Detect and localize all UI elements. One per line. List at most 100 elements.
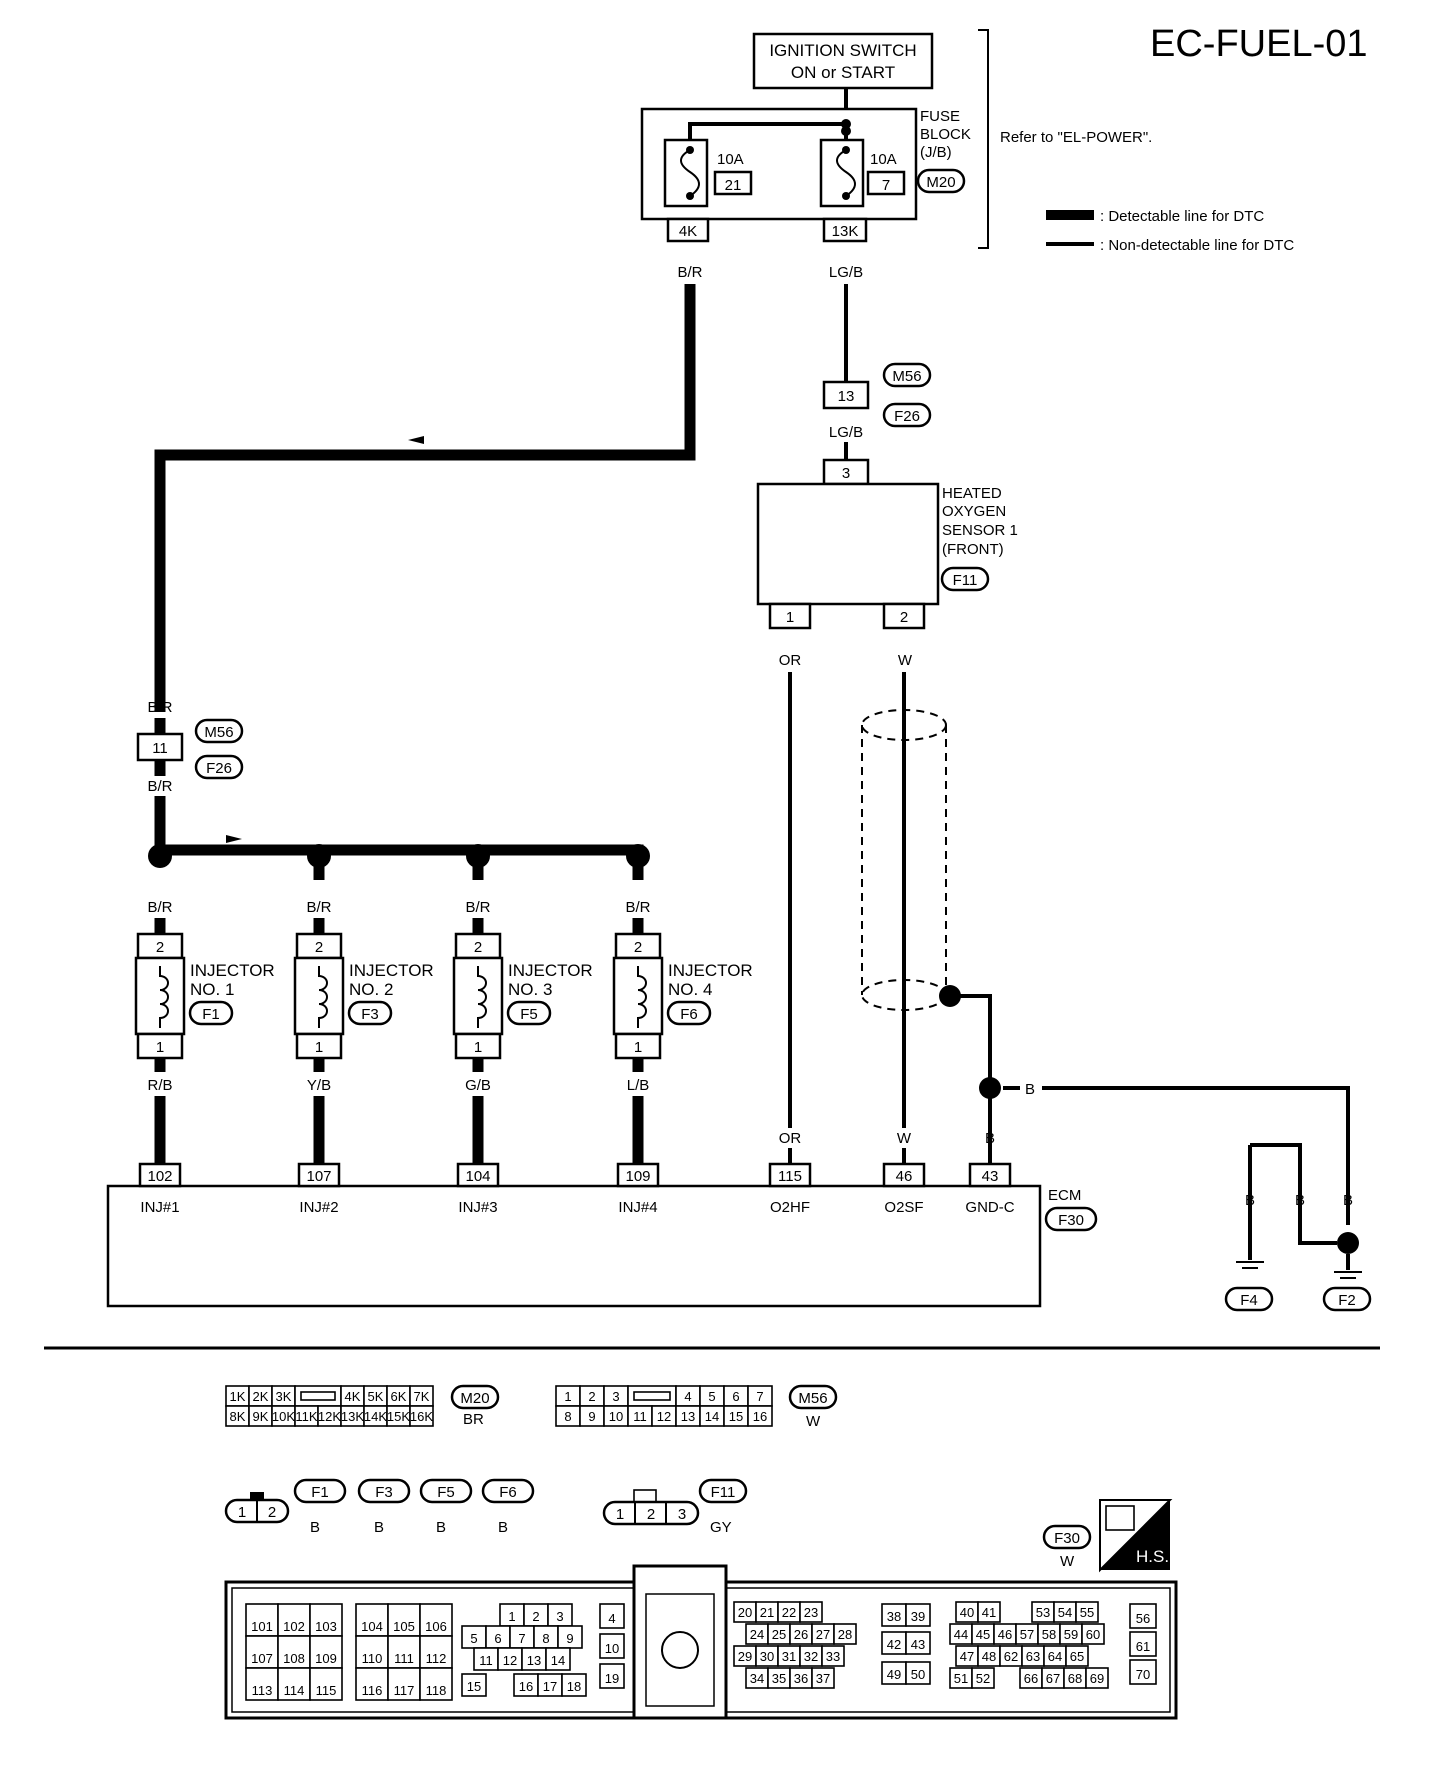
wire-b-ecm: B bbox=[985, 1130, 995, 1147]
connector-badge bbox=[419, 1478, 473, 1504]
connector-pin: 25 bbox=[772, 1627, 786, 1642]
connector-pin: 5K bbox=[368, 1389, 384, 1404]
ecm-pin-box bbox=[138, 1162, 182, 1188]
connector-pin: 110 bbox=[362, 1651, 383, 1666]
injector-coil-icon bbox=[159, 966, 169, 1028]
connector-pin: 6 bbox=[732, 1389, 739, 1404]
terminal-4k: 4K bbox=[679, 223, 697, 240]
connector-pin: 2K bbox=[253, 1389, 269, 1404]
connector-pin: 42 bbox=[887, 1637, 901, 1652]
ecm-pin-box bbox=[297, 1162, 341, 1188]
injector-top-wire: B/R bbox=[306, 899, 331, 916]
connector-pin: 56 bbox=[1136, 1611, 1150, 1626]
wire-br-main bbox=[154, 284, 696, 712]
connector-pin: 30 bbox=[760, 1649, 774, 1664]
connector-pin: 66 bbox=[1024, 1671, 1038, 1686]
injector-pin-bot-box bbox=[614, 1032, 662, 1060]
connector-cell bbox=[355, 1635, 389, 1669]
connector-cell bbox=[545, 1647, 571, 1671]
connector-pin: 2 bbox=[647, 1506, 655, 1523]
injector-top-wire: B/R bbox=[465, 899, 490, 916]
connector-pin: 13 bbox=[681, 1409, 695, 1424]
connector-badge bbox=[293, 1478, 347, 1504]
wire-or-bottom: OR bbox=[779, 1130, 802, 1147]
connector-cell bbox=[799, 1601, 823, 1623]
wire-or-top: OR bbox=[779, 652, 802, 669]
wire-b-ground-label: B bbox=[1025, 1081, 1035, 1098]
injector-pin-top: 2 bbox=[474, 939, 482, 956]
connector-pin: 5 bbox=[470, 1631, 477, 1646]
injector-number: NO. 1 bbox=[190, 980, 234, 999]
injector-conn-badge bbox=[666, 1000, 712, 1026]
legend-detectable: : Detectable line for DTC bbox=[1100, 208, 1264, 225]
injector-bot-wire: R/B bbox=[147, 1077, 172, 1094]
fuse-block-ref: Refer to "EL-POWER". bbox=[1000, 129, 1152, 146]
connector-pin: 3K bbox=[276, 1389, 292, 1404]
ecm-pin: 115 bbox=[778, 1168, 802, 1185]
fuse-7-amp: 10A bbox=[870, 151, 897, 168]
ecm-pin: 102 bbox=[147, 1168, 172, 1185]
connector-pin: 60 bbox=[1086, 1627, 1100, 1642]
connector-pin: 41 bbox=[982, 1605, 996, 1620]
f30-color: W bbox=[1060, 1553, 1075, 1570]
joint-13-conn1: M56 bbox=[892, 368, 921, 385]
connector-name: F3 bbox=[375, 1484, 393, 1501]
ground-f2: F2 bbox=[1338, 1292, 1356, 1309]
sensor-label-1: HEATED bbox=[942, 485, 1002, 502]
connector-cell bbox=[905, 1631, 931, 1655]
connector-pin: 59 bbox=[1064, 1627, 1078, 1642]
ecm-terminal-label: INJ#2 bbox=[299, 1199, 338, 1216]
fuse-21-num: 21 bbox=[725, 177, 742, 194]
connector-pin: 1 bbox=[238, 1504, 246, 1521]
connector-pin: 117 bbox=[394, 1683, 415, 1698]
injector-conn: F3 bbox=[361, 1006, 379, 1023]
connector-pin: 15 bbox=[467, 1679, 481, 1694]
connector-pin: 37 bbox=[816, 1671, 830, 1686]
f30-lock-icon bbox=[661, 1631, 699, 1669]
connector-cell bbox=[419, 1667, 453, 1701]
ignition-switch-label: IGNITION SWITCH bbox=[769, 41, 916, 60]
sensor-label-2: OXYGEN bbox=[942, 503, 1006, 520]
ecm-terminal-label: INJ#3 bbox=[458, 1199, 497, 1216]
connector-cell bbox=[599, 1633, 625, 1659]
connector-pin: 29 bbox=[738, 1649, 752, 1664]
injector-number: NO. 4 bbox=[668, 980, 712, 999]
connector-cell bbox=[561, 1673, 587, 1697]
connector-pin: 35 bbox=[772, 1671, 786, 1686]
connector-pin: 15K bbox=[387, 1409, 410, 1424]
connector-pin: 46 bbox=[998, 1627, 1012, 1642]
connector-pin: 50 bbox=[911, 1667, 925, 1682]
connector-name: M56 bbox=[798, 1390, 827, 1407]
connector-key bbox=[300, 1391, 336, 1401]
connector-cell bbox=[1129, 1659, 1157, 1685]
connector-pin: 34 bbox=[750, 1671, 764, 1686]
connector-cell bbox=[309, 1667, 343, 1701]
connector-cell bbox=[309, 1603, 343, 1637]
connector-pin: 6 bbox=[494, 1631, 501, 1646]
ecm-box bbox=[106, 1184, 1042, 1308]
connector-cell bbox=[461, 1673, 487, 1697]
connector-pin: 63 bbox=[1026, 1649, 1040, 1664]
connector-pin: 38 bbox=[887, 1609, 901, 1624]
connector-badge bbox=[357, 1478, 411, 1504]
connector-pin: 40 bbox=[960, 1605, 974, 1620]
connector-pin: 22 bbox=[782, 1605, 796, 1620]
connector-pin: 12 bbox=[657, 1409, 671, 1424]
injector-conn: F6 bbox=[680, 1006, 698, 1023]
junction-dot bbox=[626, 844, 650, 868]
connector-pin: 11 bbox=[479, 1653, 493, 1668]
ecm-pin-box bbox=[882, 1162, 926, 1188]
ecm-terminal-label: O2SF bbox=[884, 1199, 923, 1216]
connector-pin: 7 bbox=[518, 1631, 525, 1646]
connector-pin: 55 bbox=[1080, 1605, 1094, 1620]
hs-badge-text: H.S. bbox=[1136, 1547, 1169, 1566]
connector-cell bbox=[971, 1667, 995, 1689]
connector-pin: 14 bbox=[705, 1409, 719, 1424]
connector-pin: 68 bbox=[1068, 1671, 1082, 1686]
connector-tab-icon bbox=[633, 1489, 657, 1503]
connector-pin: 7K bbox=[414, 1389, 430, 1404]
injector-pin-top-box bbox=[614, 932, 662, 960]
connector-pin: 112 bbox=[426, 1651, 447, 1666]
legend-non-detectable: : Non-detectable line for DTC bbox=[1100, 237, 1294, 254]
connector-cell bbox=[1129, 1603, 1157, 1629]
